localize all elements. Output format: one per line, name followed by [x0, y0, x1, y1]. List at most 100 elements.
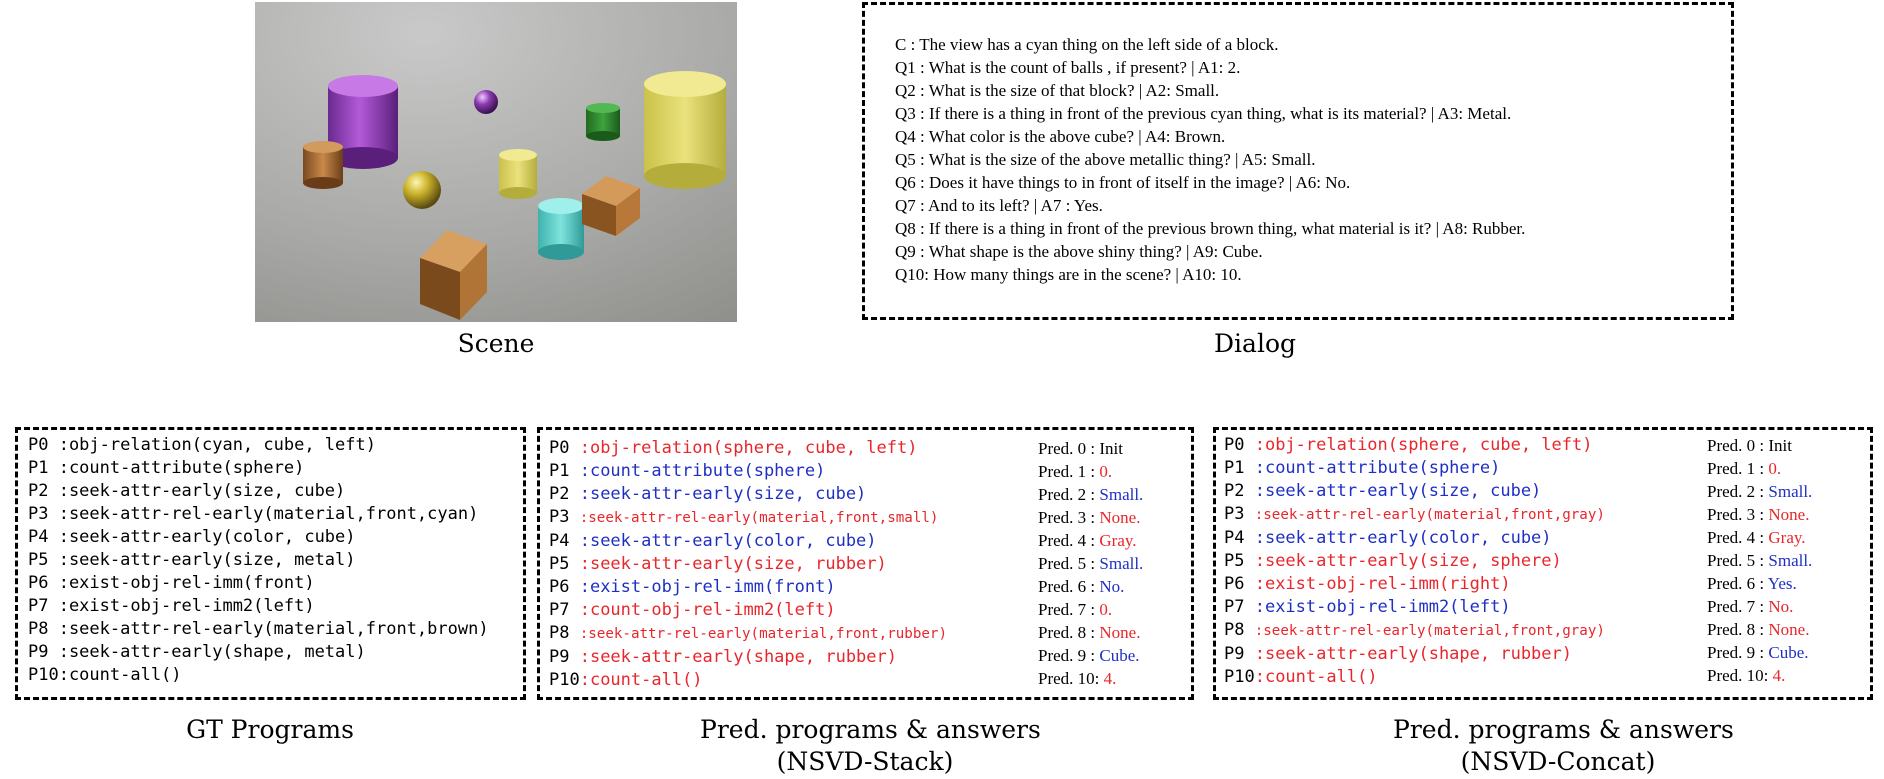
stack-program-line: P9 :seek-attr-early(shape, rubber) — [549, 646, 947, 669]
gt-program-line: P10:count-all() — [28, 665, 182, 685]
program-label: P4 — [549, 531, 580, 551]
gt-program-line: P0 :obj-relation(cyan, cube, left) — [28, 435, 376, 455]
pred-label: Pred. 3 : — [1038, 508, 1096, 527]
program-text: :exist-obj-rel-imm2(left) — [1254, 597, 1511, 617]
pred-label: Pred. 10: — [1038, 669, 1100, 688]
concat-program-line: P4 :seek-attr-early(color, cube) — [1224, 527, 1605, 550]
concat-pred-line: Pred. 10: 4. — [1707, 664, 1812, 687]
concat-program-lines: P0 :obj-relation(sphere, cube, left)P1 :… — [1224, 434, 1605, 689]
pred-answer: Gray. — [1768, 528, 1806, 547]
pred-label: Pred. 0 : — [1038, 439, 1096, 458]
stack-box — [537, 427, 1194, 700]
gt-program-line: P7 :exist-obj-rel-imm2(left) — [28, 596, 315, 616]
concat-program-line: P1 :count-attribute(sphere) — [1224, 457, 1605, 480]
pred-answer: No. — [1099, 577, 1125, 596]
pred-answer: Init — [1099, 439, 1123, 458]
program-text: :count-obj-rel-imm2(left) — [579, 600, 836, 620]
concat-pred-line: Pred. 9 : Cube. — [1707, 641, 1812, 664]
gt-program-lines: P0 :obj-relation(cyan, cube, left) P1 :co… — [28, 434, 489, 687]
stack-pred-line: Pred. 8 : None. — [1038, 621, 1143, 644]
dialog-line: Q6 : Does it have things to in front of … — [895, 173, 1351, 192]
pred-answer: None. — [1768, 620, 1810, 639]
pred-label: Pred. 4 : — [1038, 531, 1096, 550]
stack-program-line: P4 :seek-attr-early(color, cube) — [549, 530, 947, 553]
program-text: :count-attribute(sphere) — [1254, 458, 1501, 478]
program-label: P7 — [549, 600, 580, 620]
pred-label: Pred. 1 : — [1038, 462, 1096, 481]
pred-answer: Cube. — [1768, 643, 1809, 662]
program-label: P10 — [1224, 667, 1255, 687]
pred-answer: Small. — [1099, 485, 1144, 504]
pred-label: Pred. 3 : — [1707, 505, 1765, 524]
concat-box — [1213, 427, 1873, 700]
gt-programs-box — [15, 427, 526, 700]
concat-pred-line: Pred. 1 : 0. — [1707, 457, 1812, 480]
dialog-line: Q4 : What color is the above cube? | A4:… — [895, 127, 1226, 146]
stack-caption-line1: Pred. programs & answers — [700, 715, 1041, 744]
concat-program-line: P6 :exist-obj-rel-imm(right) — [1224, 573, 1605, 596]
pred-label: Pred. 9 : — [1707, 643, 1765, 662]
program-label: P1 — [549, 461, 580, 481]
pred-answer: Yes. — [1767, 574, 1797, 593]
pred-answer: 0. — [1099, 600, 1113, 619]
pred-answer: Init — [1768, 436, 1792, 455]
dialog-line: Q5 : What is the size of the above metal… — [895, 150, 1316, 169]
pred-label: Pred. 4 : — [1707, 528, 1765, 547]
stack-program-line: P6 :exist-obj-rel-imm(front) — [549, 576, 947, 599]
concat-program-line: P0 :obj-relation(sphere, cube, left) — [1224, 434, 1605, 457]
program-label: P4 — [1224, 528, 1255, 548]
program-label: P2 — [549, 484, 580, 504]
program-text: :seek-attr-early(shape, rubber) — [1254, 644, 1572, 664]
concat-pred-line: Pred. 0 : Init — [1707, 434, 1812, 457]
program-label: P8 — [1224, 620, 1255, 640]
concat-program-line: P9 :seek-attr-early(shape, rubber) — [1224, 643, 1605, 666]
program-label: P1 — [1224, 458, 1255, 478]
gt-program-line: P2 :seek-attr-early(size, cube) — [28, 481, 346, 501]
pred-label: Pred. 5 : — [1707, 551, 1765, 570]
gt-program-line: P4 :seek-attr-early(color, cube) — [28, 527, 356, 547]
stack-program-line: P3 :seek-attr-rel-early(material,front,s… — [549, 506, 947, 530]
stack-pred-line: Pred. 5 : Small. — [1038, 552, 1143, 575]
program-text: :count-all() — [579, 670, 703, 690]
gt-caption: GT Programs — [186, 715, 354, 744]
dialog-line: Q1 : What is the count of balls , if pre… — [895, 58, 1241, 77]
program-text: :exist-obj-rel-imm(front) — [579, 577, 836, 597]
pred-answer: 4. — [1772, 666, 1786, 685]
concat-pred-line: Pred. 6 : Yes. — [1707, 572, 1812, 595]
concat-pred-line: Pred. 8 : None. — [1707, 618, 1812, 641]
program-text: :seek-attr-rel-early(material,front,rubb… — [579, 626, 948, 642]
program-label: P6 — [549, 577, 580, 597]
pred-answer: Small. — [1099, 554, 1144, 573]
program-text: :seek-attr-early(color, cube) — [1254, 528, 1552, 548]
gt-program-line: P1 :count-attribute(sphere) — [28, 458, 305, 478]
stack-pred-line: Pred. 7 : 0. — [1038, 598, 1143, 621]
pred-label: Pred. 8 : — [1707, 620, 1765, 639]
pred-answer: None. — [1768, 505, 1810, 524]
stack-pred-line: Pred. 3 : None. — [1038, 506, 1143, 529]
concat-program-line: P7 :exist-obj-rel-imm2(left) — [1224, 596, 1605, 619]
scene-caption: Scene — [457, 329, 535, 358]
gt-program-line: P3 :seek-attr-rel-early(material,front,c… — [28, 504, 479, 524]
stack-pred-line: Pred. 9 : Cube. — [1038, 644, 1143, 667]
program-text: :count-all() — [1254, 667, 1378, 687]
pred-answer: Gray. — [1099, 531, 1137, 550]
program-label: P6 — [1224, 574, 1255, 594]
program-label: P0 — [549, 438, 580, 458]
pred-answer: None. — [1099, 508, 1141, 527]
pred-answer: None. — [1099, 623, 1141, 642]
pred-label: Pred. 1 : — [1707, 459, 1765, 478]
program-text: :seek-attr-early(color, cube) — [579, 531, 877, 551]
stack-program-line: P7 :count-obj-rel-imm2(left) — [549, 599, 947, 622]
program-label: P5 — [549, 554, 580, 574]
concat-program-line: P8 :seek-attr-rel-early(material,front,g… — [1224, 619, 1605, 643]
program-label: P9 — [549, 647, 580, 667]
pred-answer: Cube. — [1099, 646, 1140, 665]
concat-program-line: P2 :seek-attr-early(size, cube) — [1224, 480, 1605, 503]
stack-pred-line: Pred. 4 : Gray. — [1038, 529, 1143, 552]
pred-label: Pred. 10: — [1707, 666, 1769, 685]
stack-program-line: P1 :count-attribute(sphere) — [549, 460, 947, 483]
stack-program-line: P0 :obj-relation(sphere, cube, left) — [549, 437, 947, 460]
dialog-line: Q3 : If there is a thing in front of the… — [895, 104, 1512, 123]
gt-program-line: P6 :exist-obj-rel-imm(front) — [28, 573, 315, 593]
